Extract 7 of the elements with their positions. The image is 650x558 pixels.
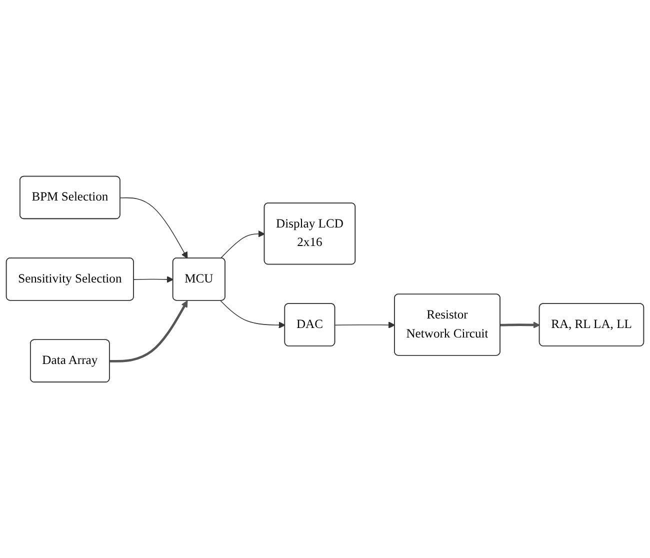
arrow: [220, 230, 265, 259]
arrow: [334, 321, 396, 328]
arrow: [134, 276, 174, 283]
arrow: [110, 300, 188, 362]
arrow: [500, 321, 540, 328]
arrow: [220, 300, 286, 328]
arrow: [120, 197, 188, 258]
